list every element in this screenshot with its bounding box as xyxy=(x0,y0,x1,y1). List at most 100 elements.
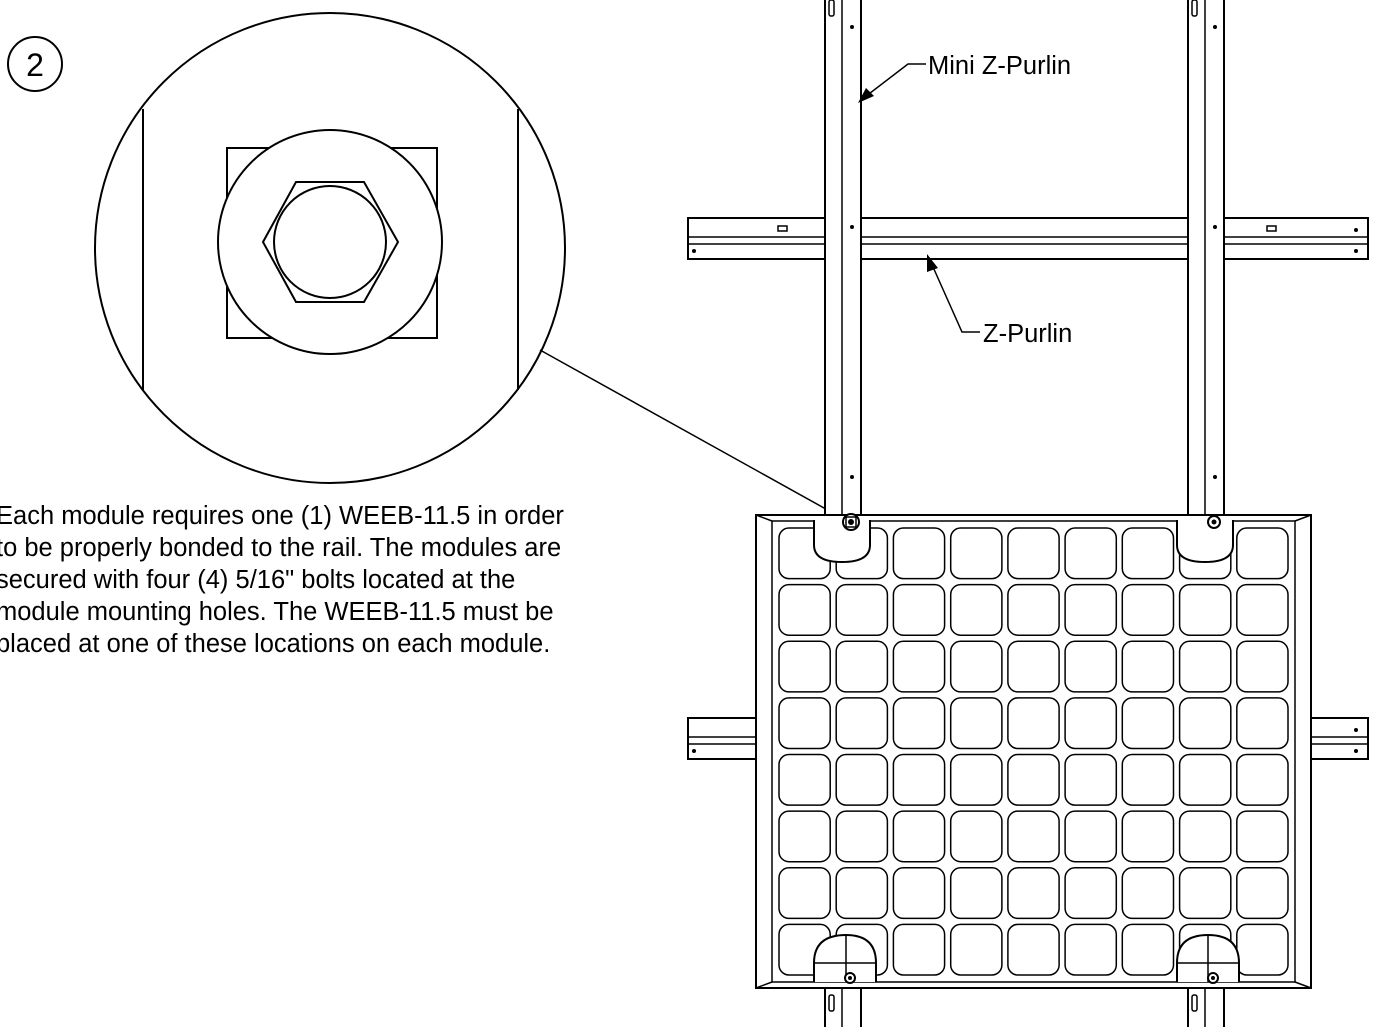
note-line: placed at one of these locations on each… xyxy=(0,630,551,658)
instruction-note: Each module requires one (1) WEEB-11.5 i… xyxy=(0,500,756,660)
mounting-hole-top-right xyxy=(1176,515,1234,564)
z-purlin-slot xyxy=(777,225,788,232)
arrowhead xyxy=(927,254,938,272)
mini-z-purlin-hole xyxy=(1213,25,1217,29)
solar-cell xyxy=(949,583,1003,636)
module-cell-grid xyxy=(778,527,1289,976)
z-purlin-slot xyxy=(1266,225,1277,232)
hex-nut xyxy=(261,181,400,303)
solar-cell xyxy=(835,697,889,750)
mini-z-purlin-body xyxy=(1187,0,1225,519)
mounting-cutout xyxy=(813,520,871,564)
detail-view xyxy=(94,12,566,484)
solar-cell xyxy=(1121,810,1175,863)
solar-cell xyxy=(892,923,946,976)
bolt-shank xyxy=(273,185,387,299)
solar-cell xyxy=(778,640,831,693)
solar-cell xyxy=(949,640,1003,693)
mini-z-purlin-hole xyxy=(850,475,854,479)
bolt-center xyxy=(1211,976,1215,980)
solar-cell xyxy=(778,583,831,636)
solar-cell xyxy=(892,810,946,863)
solar-cell xyxy=(1007,697,1060,750)
module-frame-corner xyxy=(755,514,773,522)
arrowhead xyxy=(858,88,874,103)
solar-cell xyxy=(1121,753,1175,806)
washer xyxy=(217,129,443,355)
solar-cell xyxy=(892,697,946,750)
z-purlin-stub-right xyxy=(1309,717,1369,760)
mini-z-purlin-hole xyxy=(1213,225,1217,229)
solar-cell xyxy=(1121,583,1175,636)
mounting-hole-top-left xyxy=(813,513,871,564)
mini-z-purlin-slot xyxy=(1191,994,1198,1012)
solar-cell xyxy=(1064,810,1118,863)
solar-cell xyxy=(778,867,831,920)
mini-z-purlin-slot xyxy=(828,0,835,17)
mounting-cutout xyxy=(1176,520,1234,564)
solar-cell xyxy=(1064,583,1118,636)
solar-cell xyxy=(949,810,1003,863)
mini-z-purlin-right xyxy=(1187,0,1225,519)
step-number: 2 xyxy=(26,47,44,83)
bolt-center xyxy=(1211,519,1217,525)
mounting-hole-bottom-left xyxy=(813,933,877,984)
label-mini-z-purlin: Mini Z-Purlin xyxy=(928,52,1071,80)
mini-z-purlin-stub xyxy=(1187,987,1225,1032)
solar-cell xyxy=(892,527,946,580)
note-line: Each module requires one (1) WEEB-11.5 i… xyxy=(0,502,564,530)
solar-module xyxy=(755,513,1312,989)
solar-cell xyxy=(835,640,889,693)
z-purlin-hole xyxy=(692,249,696,253)
solar-cell xyxy=(1121,640,1175,693)
leader-line xyxy=(928,257,980,333)
module-frame-corner xyxy=(1294,981,1312,989)
solar-cell xyxy=(1236,867,1289,920)
solar-cell xyxy=(1064,867,1118,920)
solar-cell xyxy=(892,753,946,806)
solar-cell xyxy=(1064,923,1118,976)
solar-cell xyxy=(1007,867,1060,920)
note-line: module mounting holes. The WEEB-11.5 mus… xyxy=(0,598,554,626)
callout-z-purlin: Z-Purlin xyxy=(927,254,1072,348)
solar-cell xyxy=(949,923,1003,976)
mini-z-purlin-body xyxy=(824,0,862,519)
z-purlin-stub-body xyxy=(687,717,757,760)
solar-cell xyxy=(1007,583,1060,636)
solar-cell xyxy=(1121,923,1175,976)
solar-cell xyxy=(949,697,1003,750)
solar-cell xyxy=(835,867,889,920)
solar-cell xyxy=(1178,697,1232,750)
solar-cell xyxy=(1064,527,1118,580)
bolt-center xyxy=(848,976,852,980)
z-purlin-body xyxy=(687,217,1369,260)
callout-mini-z-purlin: Mini Z-Purlin xyxy=(858,52,1071,103)
solar-cell xyxy=(892,867,946,920)
solar-cell xyxy=(1121,527,1175,580)
solar-cell xyxy=(1007,923,1060,976)
label-z-purlin: Z-Purlin xyxy=(983,320,1072,348)
mini-z-purlin-left xyxy=(824,0,862,519)
solar-cell xyxy=(1121,867,1175,920)
solar-cell xyxy=(1064,640,1118,693)
solar-cell xyxy=(835,753,889,806)
note-line: to be properly bonded to the rail. The m… xyxy=(0,534,562,562)
bolt-center xyxy=(848,519,854,525)
solar-cell xyxy=(1236,583,1289,636)
solar-cell xyxy=(1178,753,1232,806)
solar-cell xyxy=(835,810,889,863)
z-purlin-hole xyxy=(1354,728,1358,732)
solar-cell xyxy=(1236,697,1289,750)
solar-cell xyxy=(892,640,946,693)
solar-cell xyxy=(1064,753,1118,806)
solar-cell xyxy=(1064,697,1118,750)
solar-cell xyxy=(1178,810,1232,863)
step-badge-circle xyxy=(7,36,63,92)
detail-circle xyxy=(94,12,566,484)
mini-z-purlin-hole xyxy=(1213,475,1217,479)
solar-cell xyxy=(778,697,831,750)
solar-cell xyxy=(1236,810,1289,863)
solar-cell xyxy=(949,753,1003,806)
module-frame-corner xyxy=(1294,514,1312,522)
